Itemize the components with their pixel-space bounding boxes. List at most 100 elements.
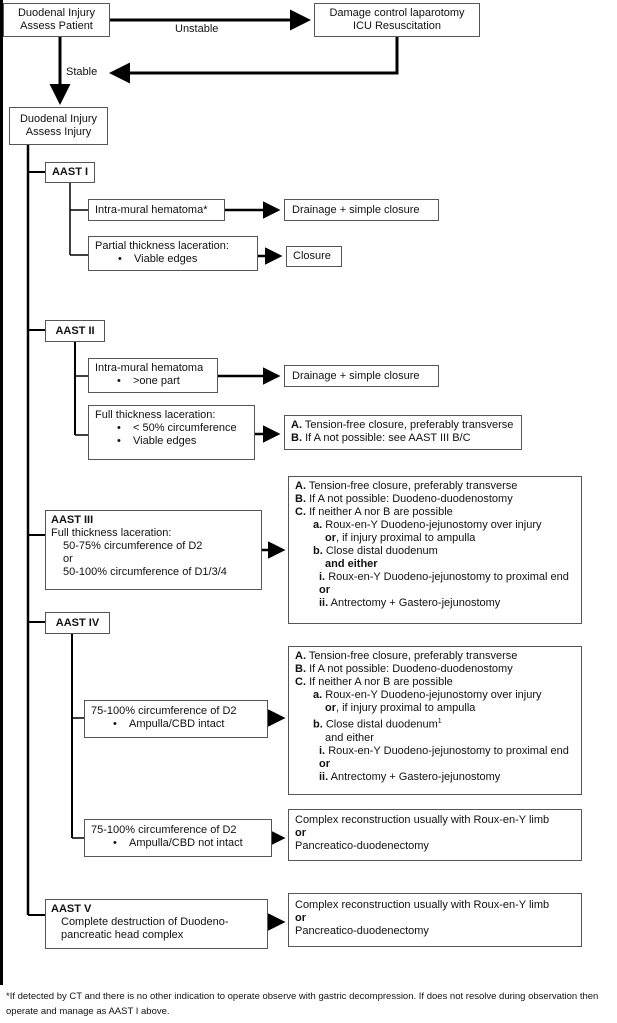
assess-subtitle: Assess Injury bbox=[25, 126, 92, 138]
aast3-opt-a: Tension-free closure, preferably transve… bbox=[308, 480, 518, 492]
aast4-opt-c: If neither A nor B are possible bbox=[309, 676, 453, 688]
assess-injury-box: Duodenal Injury Assess Injury bbox=[9, 107, 108, 145]
aast3-opt-cb-label: b. bbox=[313, 545, 323, 557]
aast3-opt-or1: or bbox=[325, 532, 336, 544]
aast5-label: AAST V bbox=[51, 903, 92, 915]
aast5-res2: Pancreatico-duodenectomy bbox=[295, 925, 429, 937]
aast3-opt-i-label: i. bbox=[319, 571, 326, 583]
aast4-res-or: or bbox=[295, 827, 306, 839]
aast2-hematoma-result-text: Drainage + simple closure bbox=[292, 370, 420, 382]
aast4-opt-a-label: A. bbox=[295, 650, 306, 662]
aast4-opt-andeither: and either bbox=[325, 731, 374, 744]
aast4-intact-box: 75-100% circumference of D2 Ampulla/CBD … bbox=[84, 700, 268, 738]
aast3-opt-a-label: A. bbox=[295, 480, 306, 492]
aast3-opt-ca-label: a. bbox=[313, 519, 323, 531]
damage-line1: Damage control laparotomy bbox=[329, 7, 465, 19]
aast4-intact-bullet: Ampulla/CBD intact bbox=[91, 718, 267, 731]
aast1-laceration-text: Partial thickness laceration: bbox=[95, 240, 229, 252]
aast1-label: AAST I bbox=[51, 166, 89, 178]
aast3-line1: Full thickness laceration: bbox=[51, 527, 172, 539]
aast3-opt-ca2: , if injury proximal to ampulla bbox=[336, 532, 476, 544]
aast5-box: AAST V Complete destruction of Duodeno- … bbox=[45, 899, 268, 949]
aast2-res-b-label: B. bbox=[291, 432, 302, 444]
aast4-opt-ca-label: a. bbox=[313, 689, 323, 701]
damage-line2: ICU Resuscitation bbox=[352, 20, 442, 32]
aast4-opt-b-label: B. bbox=[295, 663, 306, 675]
aast2-label: AAST II bbox=[55, 325, 95, 337]
aast4-opt-c-label: C. bbox=[295, 676, 306, 688]
aast3-opt-b-label: B. bbox=[295, 493, 306, 505]
start-box: Duodenal Injury Assess Patient bbox=[3, 3, 110, 37]
aast2-res-a-line: A. Tension-free closure, preferably tran… bbox=[291, 419, 521, 432]
aast5-line2: pancreatic head complex bbox=[61, 929, 184, 941]
aast4-opt-or1: or bbox=[325, 702, 336, 714]
aast1-hematoma-result-text: Drainage + simple closure bbox=[292, 204, 420, 216]
aast5-line1: Complete destruction of Duodeno- bbox=[61, 916, 229, 928]
aast4-opt-ii: Antrectomy + Gastero-jejunostomy bbox=[330, 770, 501, 783]
aast3-opt-cb: Close distal duodenum bbox=[325, 545, 438, 557]
start-title: Duodenal Injury bbox=[17, 7, 96, 19]
aast4-opt-cb-label: b. bbox=[313, 718, 323, 731]
aast3-opt-c-label: C. bbox=[295, 506, 306, 518]
unstable-label: Unstable bbox=[175, 23, 219, 35]
aast3-line3: 50-100% circumference of D1/3/4 bbox=[63, 566, 227, 578]
aast4-opt-ca: Roux-en-Y Duodeno-jejunostomy over injur… bbox=[325, 689, 542, 701]
aast1-hematoma-box: Intra-mural hematoma* bbox=[88, 199, 225, 221]
aast3-opt-or2: or bbox=[319, 584, 330, 596]
aast3-opt-c: If neither A nor B are possible bbox=[309, 506, 453, 518]
aast4-footnote-ref: 1 bbox=[437, 718, 442, 725]
aast2-res-b: If A not possible: see AAST III B/C bbox=[305, 432, 471, 444]
assess-title: Duodenal Injury bbox=[19, 113, 98, 125]
damage-control-box: Damage control laparotomy ICU Resuscitat… bbox=[314, 3, 480, 37]
aast4-notintact-text: 75-100% circumference of D2 bbox=[91, 824, 237, 836]
aast4-opt-b: If A not possible: Duodeno-duodenostomy bbox=[309, 663, 513, 675]
aast4-opt-or2: or bbox=[319, 757, 330, 770]
aast4-opt-i: Roux-en-Y Duodeno-jejunostomy to proxima… bbox=[328, 744, 569, 757]
aast2-hematoma-result: Drainage + simple closure bbox=[284, 365, 439, 387]
aast2-label-box: AAST II bbox=[45, 320, 105, 342]
aast3-or: or bbox=[63, 553, 73, 565]
footnote: *If detected by CT and there is no other… bbox=[6, 991, 599, 1017]
aast4-label: AAST IV bbox=[55, 617, 100, 629]
aast1-label-box: AAST I bbox=[45, 162, 95, 183]
aast1-closure-text: Closure bbox=[293, 250, 331, 262]
aast2-res-a-label: A. bbox=[291, 419, 302, 431]
aast3-box: AAST III Full thickness laceration: 50-7… bbox=[45, 510, 262, 590]
aast2-laceration-bullet2: Viable edges bbox=[95, 435, 254, 448]
aast2-laceration-text: Full thickness laceration: bbox=[95, 409, 216, 421]
aast4-notintact-result: Complex reconstruction usually with Roux… bbox=[288, 809, 582, 861]
aast1-hematoma-result: Drainage + simple closure bbox=[284, 199, 439, 221]
aast3-opt-ca: Roux-en-Y Duodeno-jejunostomy over injur… bbox=[325, 519, 542, 531]
aast5-result: Complex reconstruction usually with Roux… bbox=[288, 893, 582, 947]
aast2-res-b-line: B. If A not possible: see AAST III B/C bbox=[291, 432, 521, 445]
stable-return-arrow bbox=[109, 37, 399, 84]
aast1-laceration-bullet: Viable edges bbox=[95, 253, 257, 266]
aast4-res1: Complex reconstruction usually with Roux… bbox=[295, 814, 550, 826]
aast1-closure-result: Closure bbox=[286, 246, 342, 267]
aast3-opt-andeither: and either bbox=[325, 558, 378, 570]
aast3-label: AAST III bbox=[51, 514, 94, 526]
aast3-opt-ii: Antrectomy + Gastero-jejunostomy bbox=[330, 597, 501, 609]
aast4-opt-i-label: i. bbox=[319, 744, 326, 757]
aast3-options-box: A. Tension-free closure, preferably tran… bbox=[288, 476, 582, 624]
aast4-options-box: A. Tension-free closure, preferably tran… bbox=[288, 646, 582, 795]
aast4-notintact-box: 75-100% circumference of D2 Ampulla/CBD … bbox=[84, 819, 272, 857]
aast4-opt-ca2: , if injury proximal to ampulla bbox=[336, 702, 476, 714]
aast2-laceration-bullet1: < 50% circumference bbox=[95, 422, 254, 435]
aast4-intact-text: 75-100% circumference of D2 bbox=[91, 705, 237, 717]
aast4-res2: Pancreatico-duodenectomy bbox=[295, 840, 429, 852]
aast3-opt-ii-label: ii. bbox=[319, 597, 329, 609]
aast4-label-box: AAST IV bbox=[45, 612, 110, 634]
aast2-hematoma-box: Intra-mural hematoma >one part bbox=[88, 358, 218, 393]
aast3-opt-b: If A not possible: Duodeno-duodenostomy bbox=[309, 493, 513, 505]
aast3-line2: 50-75% circumference of D2 bbox=[63, 540, 203, 552]
aast4-opt-a: Tension-free closure, preferably transve… bbox=[308, 650, 518, 662]
aast1-hematoma-text: Intra-mural hematoma* bbox=[95, 204, 208, 216]
aast1-laceration-box: Partial thickness laceration: Viable edg… bbox=[88, 236, 258, 271]
aast2-hematoma-bullet: >one part bbox=[95, 375, 217, 388]
aast2-laceration-result: A. Tension-free closure, preferably tran… bbox=[284, 415, 522, 450]
aast4-notintact-bullet: Ampulla/CBD not intact bbox=[91, 837, 271, 850]
aast3-opt-i: Roux-en-Y Duodeno-jejunostomy to proxima… bbox=[328, 571, 569, 583]
aast2-res-a: Tension-free closure, preferably transve… bbox=[304, 419, 514, 431]
